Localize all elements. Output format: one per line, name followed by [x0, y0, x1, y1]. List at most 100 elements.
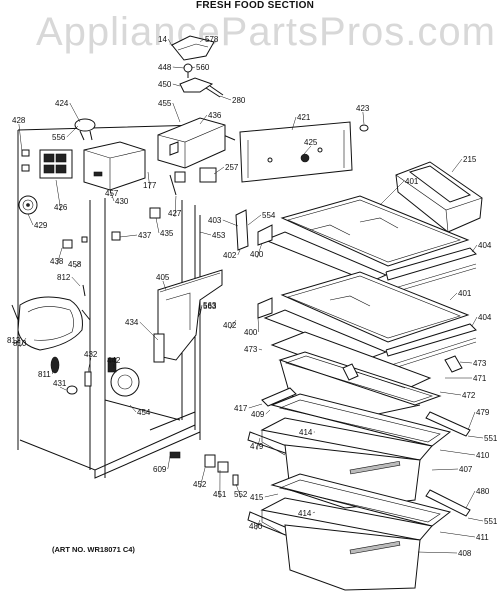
light-socket	[74, 118, 96, 141]
leader-line-432	[87, 357, 92, 373]
leader-line-401	[449, 292, 458, 301]
leader-line-280	[219, 95, 232, 101]
leader-line-578	[199, 38, 205, 43]
part-label-479: 479	[476, 408, 490, 417]
part-label-280: 280	[232, 96, 246, 105]
part-label-473: 473	[473, 359, 487, 368]
part-label-453: 453	[212, 231, 226, 240]
leader-line-408	[417, 551, 458, 554]
leader-line-430	[109, 189, 115, 202]
leader-line-479	[256, 437, 261, 451]
part-label-404: 404	[478, 241, 492, 250]
leader-line-402	[237, 249, 241, 256]
leader-line-415	[264, 493, 279, 498]
rear-plate	[239, 121, 369, 183]
part-label-408: 408	[458, 549, 472, 558]
leader-line-427	[174, 195, 177, 218]
part-label-423: 423	[356, 104, 370, 113]
crisper-cover	[270, 331, 463, 421]
leader-line-424	[69, 102, 81, 123]
part-label-428: 428	[12, 116, 26, 125]
leader-line-552	[235, 483, 242, 499]
divider-405	[157, 269, 223, 361]
leader-line-405	[162, 280, 167, 291]
leader-line-454	[129, 404, 137, 413]
control-housing	[157, 117, 226, 169]
housing-430	[83, 141, 146, 191]
part-label-400: 400	[250, 250, 264, 259]
part-label-424: 424	[55, 99, 69, 108]
leader-line-554	[247, 214, 262, 226]
part-label-400: 400	[244, 328, 258, 337]
top-light-assembly	[171, 35, 224, 98]
glass-shelf-top	[235, 195, 477, 295]
part-label-812: 812	[57, 273, 71, 282]
leader-line-436	[199, 114, 208, 125]
leader-line-435	[155, 217, 160, 234]
part-label-609: 609	[153, 465, 167, 474]
part-label-405: 405	[156, 273, 170, 282]
part-label-434: 434	[125, 318, 139, 327]
leader-line-177	[147, 171, 151, 190]
part-label-455: 455	[158, 99, 172, 108]
part-label-473: 473	[244, 345, 258, 354]
leader-line-429	[27, 213, 34, 226]
left-control-module	[21, 149, 73, 179]
leader-line-556	[66, 125, 79, 138]
part-label-563: 563	[203, 301, 217, 310]
part-label-414: 414	[298, 509, 312, 518]
part-label-431: 431	[53, 379, 67, 388]
diagram-title: FRESH FOOD SECTION	[196, 0, 315, 11]
leader-line-414	[312, 511, 316, 514]
leader-line-455	[172, 102, 181, 123]
leader-line-400	[256, 242, 263, 259]
part-label-551: 551	[484, 434, 498, 443]
part-label-417: 417	[234, 404, 248, 413]
part-label-556: 556	[52, 133, 66, 142]
leader-line-215	[451, 158, 463, 173]
leader-line-453	[199, 231, 212, 236]
leader-line-438	[56, 247, 63, 266]
part-label-401: 401	[458, 289, 472, 298]
part-label-429: 429	[34, 221, 48, 230]
part-label-177: 177	[143, 181, 157, 190]
part-label-479: 479	[250, 442, 264, 451]
lower-controls	[50, 356, 140, 397]
leader-line-812	[13, 339, 21, 345]
leader-line-551	[467, 435, 484, 439]
cabinet-frame	[17, 124, 236, 479]
part-label-442: 442	[107, 356, 121, 365]
leader-line-404	[471, 316, 478, 327]
part-label-472: 472	[462, 391, 476, 400]
part-label-551: 551	[484, 517, 498, 526]
leader-line-811	[51, 369, 54, 375]
leader-line-812	[71, 276, 81, 287]
part-label-402: 402	[223, 251, 237, 260]
drain-heater	[11, 284, 91, 351]
part-label-425: 425	[304, 138, 318, 147]
leader-line-409	[265, 409, 271, 415]
part-label-14: 14	[158, 35, 167, 44]
leader-line-473	[258, 348, 263, 351]
part-label-409: 409	[251, 410, 265, 419]
leader-line-480	[465, 490, 476, 509]
art-number: (ART NO. WR18071 C4)	[52, 545, 135, 554]
part-label-403: 403	[208, 216, 222, 225]
fan-429	[18, 195, 38, 215]
leader-line-609	[167, 455, 171, 470]
glass-shelf-middle	[257, 271, 477, 371]
bracket-434	[153, 333, 165, 363]
part-label-426: 426	[54, 203, 68, 212]
part-label-401: 401	[405, 177, 419, 186]
part-label-215: 215	[463, 155, 477, 164]
leader-line-450	[172, 83, 181, 87]
part-label-578: 578	[205, 35, 219, 44]
leader-line-448	[172, 66, 185, 69]
part-label-450: 450	[158, 80, 172, 89]
part-label-458: 458	[68, 260, 82, 269]
part-label-437: 437	[138, 231, 152, 240]
leader-line-411	[439, 531, 476, 538]
